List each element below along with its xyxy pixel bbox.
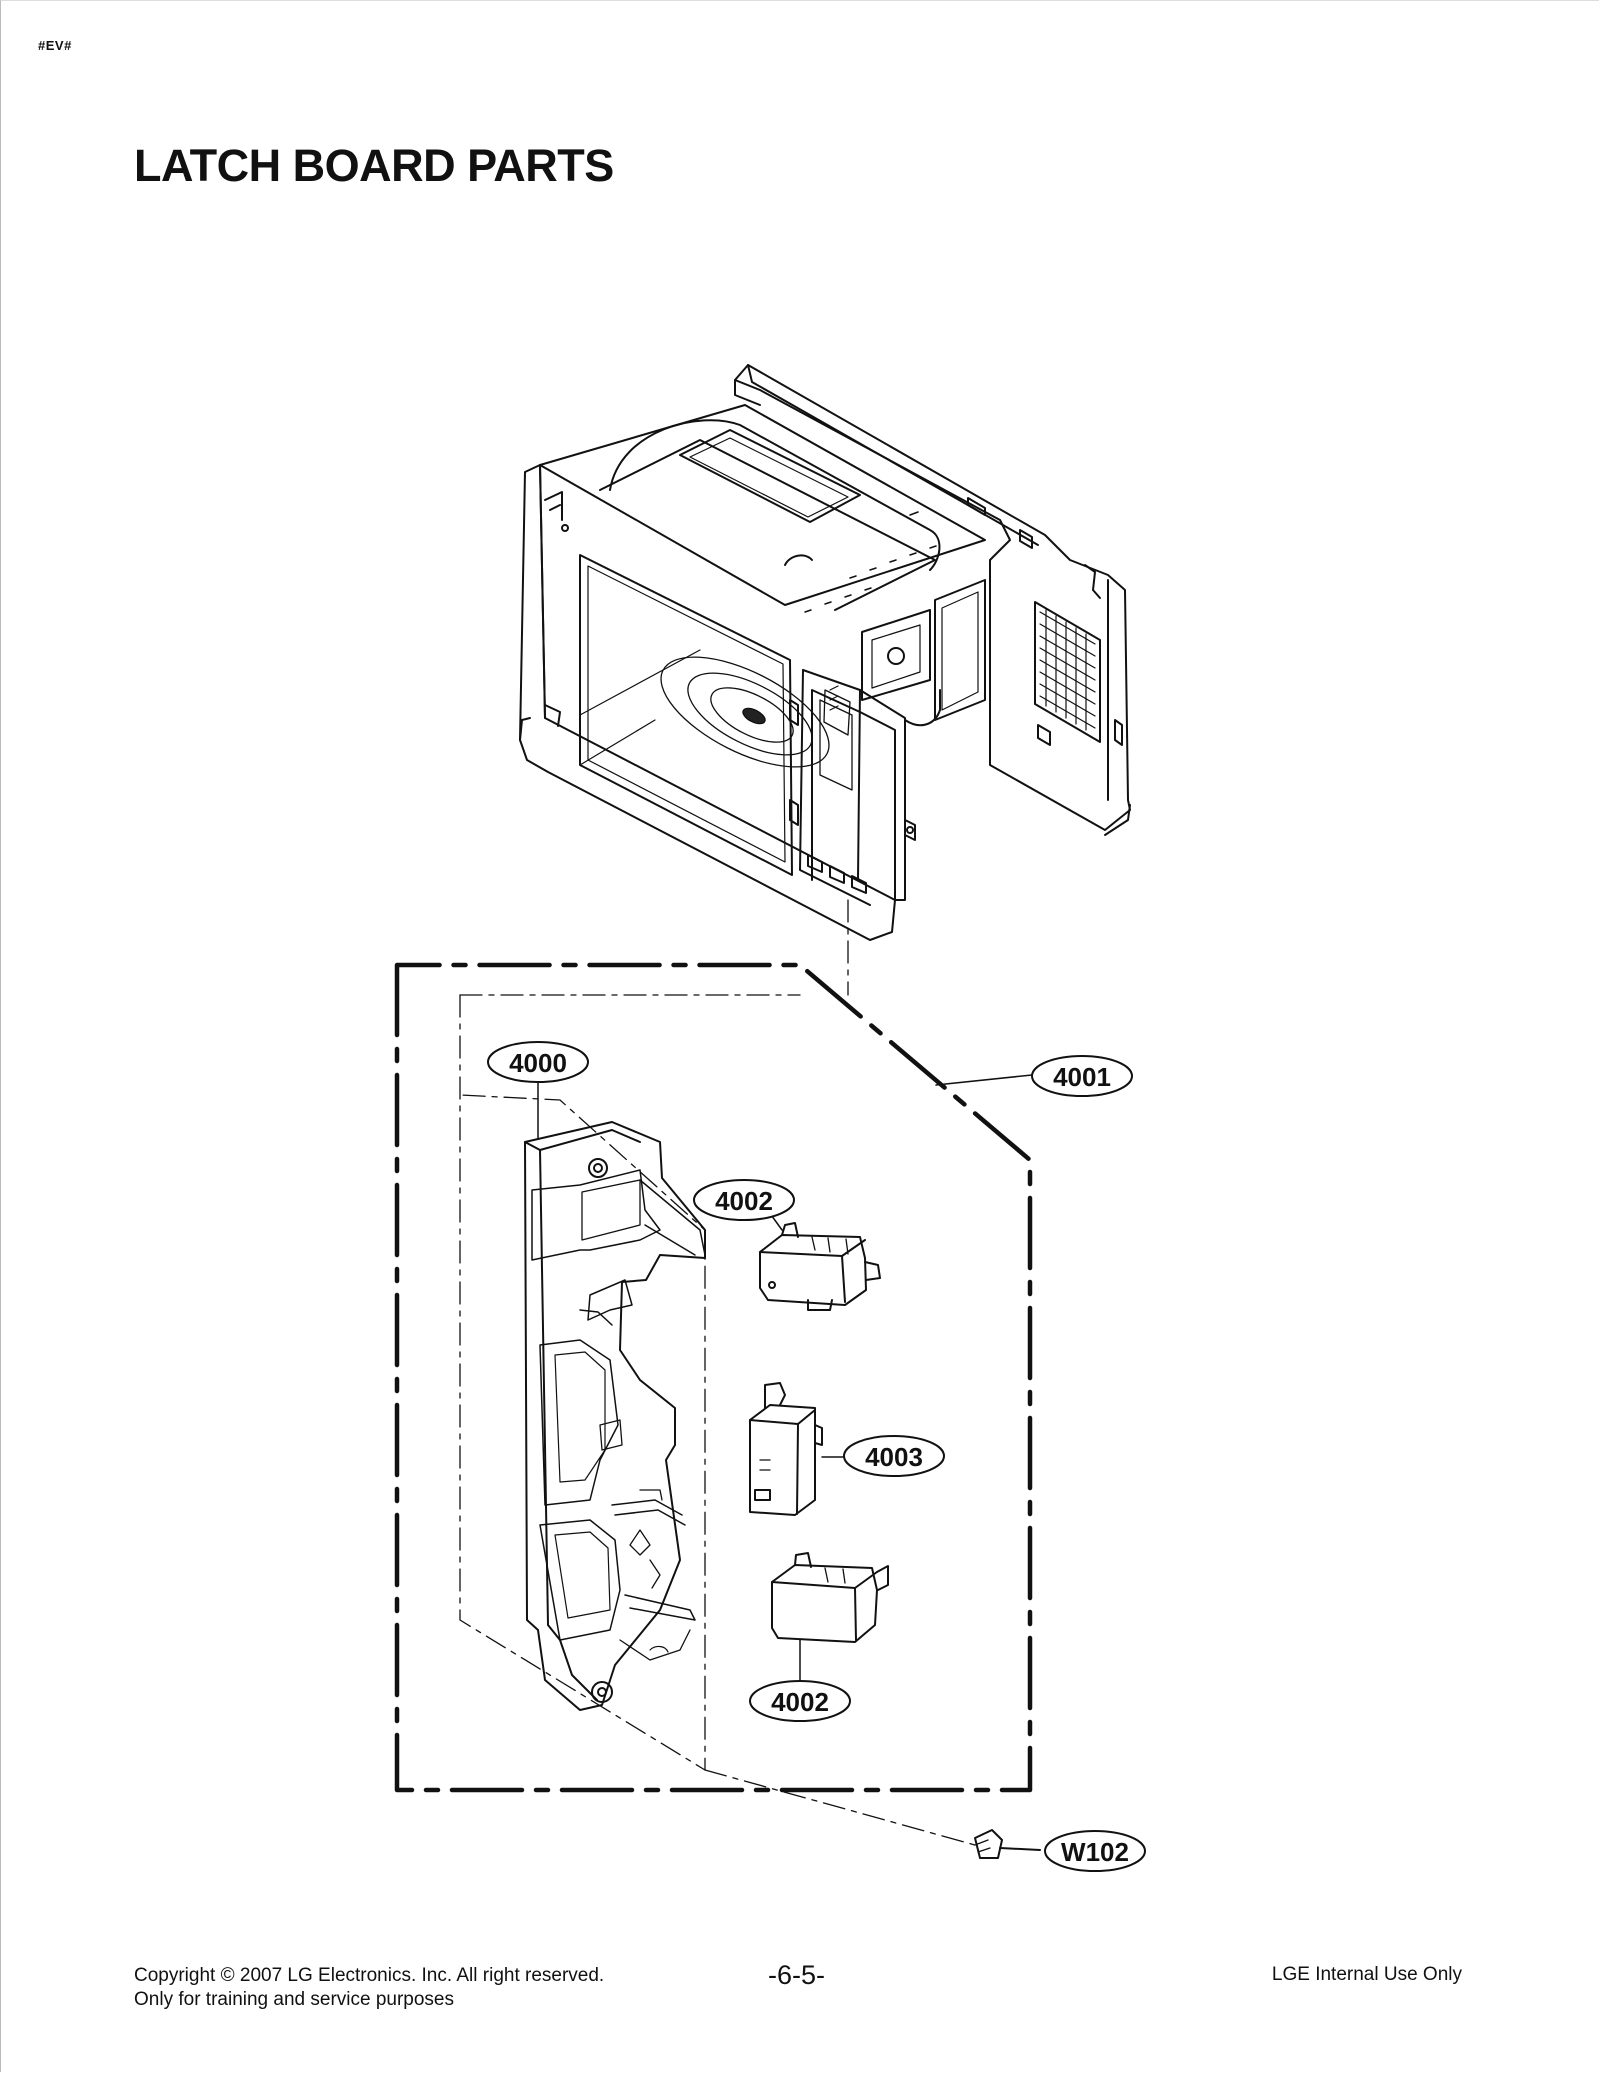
callout-label-w102: W102 (1061, 1837, 1129, 1867)
callout-4003: 4003 (843, 1435, 945, 1477)
callout-4001: 4001 (1031, 1055, 1133, 1097)
footer-left: Copyright © 2007 LG Electronics. Inc. Al… (134, 1964, 604, 2012)
copyright-text: Copyright © 2007 LG Electronics. Inc. Al… (134, 1965, 605, 1986)
callout-label-4003: 4003 (865, 1442, 923, 1472)
latch-board-drawing (524, 1121, 706, 1711)
callout-w102: W102 (1044, 1830, 1146, 1872)
vent-grille (1034, 601, 1101, 743)
micro-switch-upper-drawing (759, 1222, 881, 1311)
internal-use-note: LGE Internal Use Only (1271, 1964, 1462, 1985)
micro-switch-lower-drawing (771, 1552, 889, 1643)
callout-label-4002-bottom: 4002 (771, 1687, 829, 1717)
callout-label-4000: 4000 (509, 1048, 567, 1078)
screw-drawing (974, 1829, 1041, 1859)
microwave-cabinet-drawing (519, 364, 1131, 941)
callout-4000: 4000 (487, 1041, 589, 1083)
page-title: LATCH BOARD PARTS (134, 140, 614, 191)
callout-4002-bottom: 4002 (749, 1680, 851, 1722)
callout-4002-top: 4002 (693, 1179, 795, 1221)
micro-switch-middle-drawing (749, 1382, 823, 1516)
training-note: Only for training and service purposes (134, 1989, 454, 2010)
callout-label-4002-top: 4002 (715, 1186, 773, 1216)
callout-label-4001: 4001 (1053, 1062, 1111, 1092)
doc-code: #EV# (38, 38, 72, 53)
page-number: -6-5- (768, 1960, 826, 1990)
latch-board-assembly-outline (394, 899, 1033, 1846)
